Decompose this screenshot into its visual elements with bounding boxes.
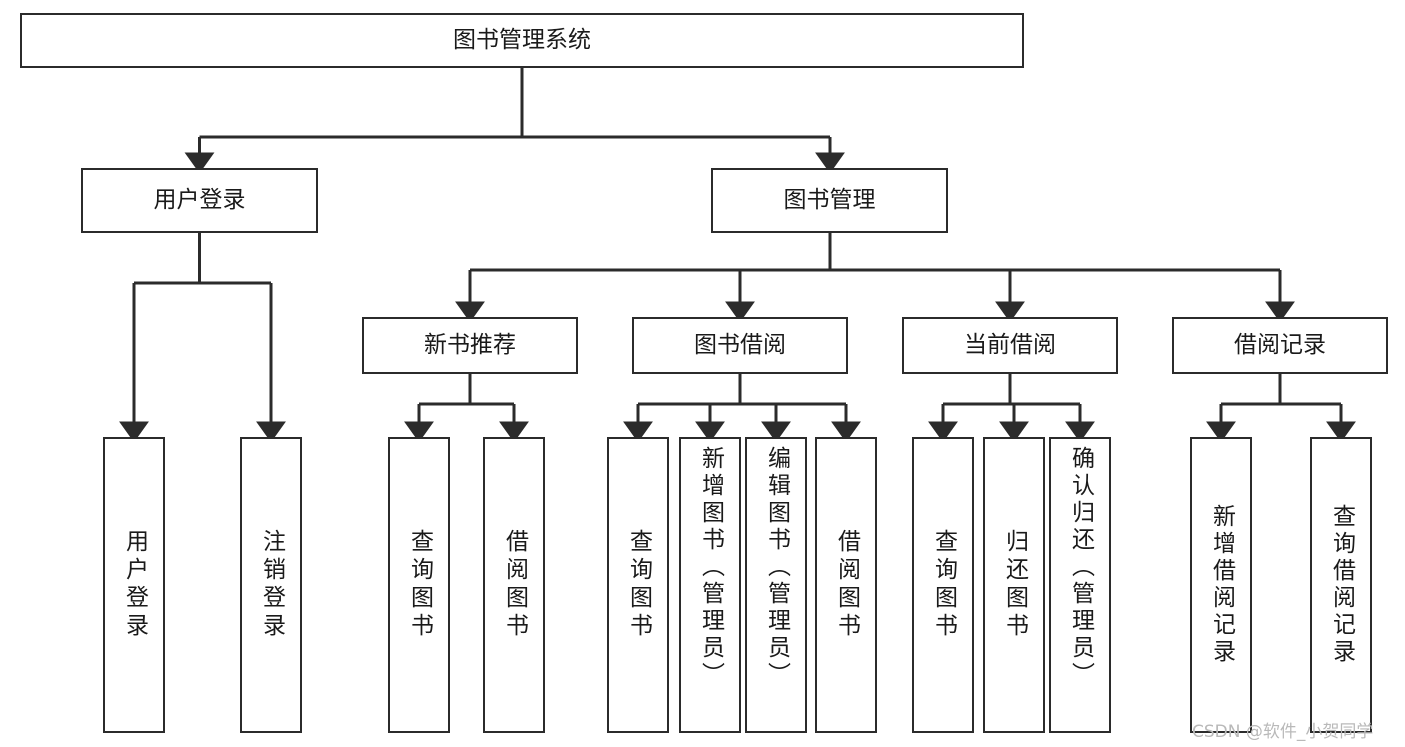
node-leaf-add-book-label: 新增图书（管理员） — [697, 446, 724, 689]
node-leaf-query-record[interactable]: 查询借阅记录 — [1310, 437, 1372, 733]
node-leaf-user-logout[interactable]: 注销登录 — [240, 437, 302, 733]
node-current-borrow-label: 当前借阅 — [964, 331, 1056, 358]
node-leaf-borrow-book-1[interactable]: 借阅图书 — [483, 437, 545, 733]
node-root[interactable]: 图书管理系统 — [20, 13, 1024, 68]
node-leaf-edit-book[interactable]: 编辑图书（管理员） — [745, 437, 807, 733]
node-leaf-borrow-book-1-label: 借阅图书 — [501, 529, 528, 641]
node-borrow-record-label: 借阅记录 — [1234, 331, 1326, 358]
node-leaf-borrow-book-2[interactable]: 借阅图书 — [815, 437, 877, 733]
node-current-borrow[interactable]: 当前借阅 — [902, 317, 1118, 374]
node-leaf-return-book-label: 归还图书 — [1001, 529, 1028, 641]
node-leaf-add-book[interactable]: 新增图书（管理员） — [679, 437, 741, 733]
node-leaf-return-book[interactable]: 归还图书 — [983, 437, 1045, 733]
node-book-borrow-label: 图书借阅 — [694, 331, 786, 358]
node-leaf-confirm-return[interactable]: 确认归还（管理员） — [1049, 437, 1111, 733]
node-leaf-query-book-1[interactable]: 查询图书 — [388, 437, 450, 733]
node-leaf-user-logout-label: 注销登录 — [258, 529, 285, 641]
node-leaf-user-login-label: 用户登录 — [121, 529, 148, 641]
node-new-book-recommend[interactable]: 新书推荐 — [362, 317, 578, 374]
node-leaf-borrow-book-2-label: 借阅图书 — [833, 529, 860, 641]
node-root-label: 图书管理系统 — [453, 26, 591, 53]
node-leaf-query-book-1-label: 查询图书 — [406, 529, 433, 641]
node-leaf-query-book-3[interactable]: 查询图书 — [912, 437, 974, 733]
node-leaf-query-book-2-label: 查询图书 — [625, 529, 652, 641]
node-leaf-add-record[interactable]: 新增借阅记录 — [1190, 437, 1252, 733]
node-leaf-add-record-label: 新增借阅记录 — [1208, 504, 1235, 666]
node-user-login-label: 用户登录 — [153, 186, 246, 213]
node-borrow-record[interactable]: 借阅记录 — [1172, 317, 1388, 374]
node-leaf-query-book-3-label: 查询图书 — [930, 529, 957, 641]
node-user-login[interactable]: 用户登录 — [81, 168, 318, 233]
node-leaf-query-record-label: 查询借阅记录 — [1328, 504, 1355, 666]
node-new-book-recommend-label: 新书推荐 — [424, 331, 516, 358]
watermark-text: CSDN @软件_小贺同学 — [1192, 722, 1374, 742]
node-book-manage-label: 图书管理 — [783, 186, 876, 213]
node-book-borrow[interactable]: 图书借阅 — [632, 317, 848, 374]
node-leaf-query-book-2[interactable]: 查询图书 — [607, 437, 669, 733]
node-leaf-confirm-return-label: 确认归还（管理员） — [1067, 446, 1094, 689]
node-leaf-user-login[interactable]: 用户登录 — [103, 437, 165, 733]
node-leaf-edit-book-label: 编辑图书（管理员） — [763, 446, 790, 689]
node-book-manage[interactable]: 图书管理 — [711, 168, 948, 233]
